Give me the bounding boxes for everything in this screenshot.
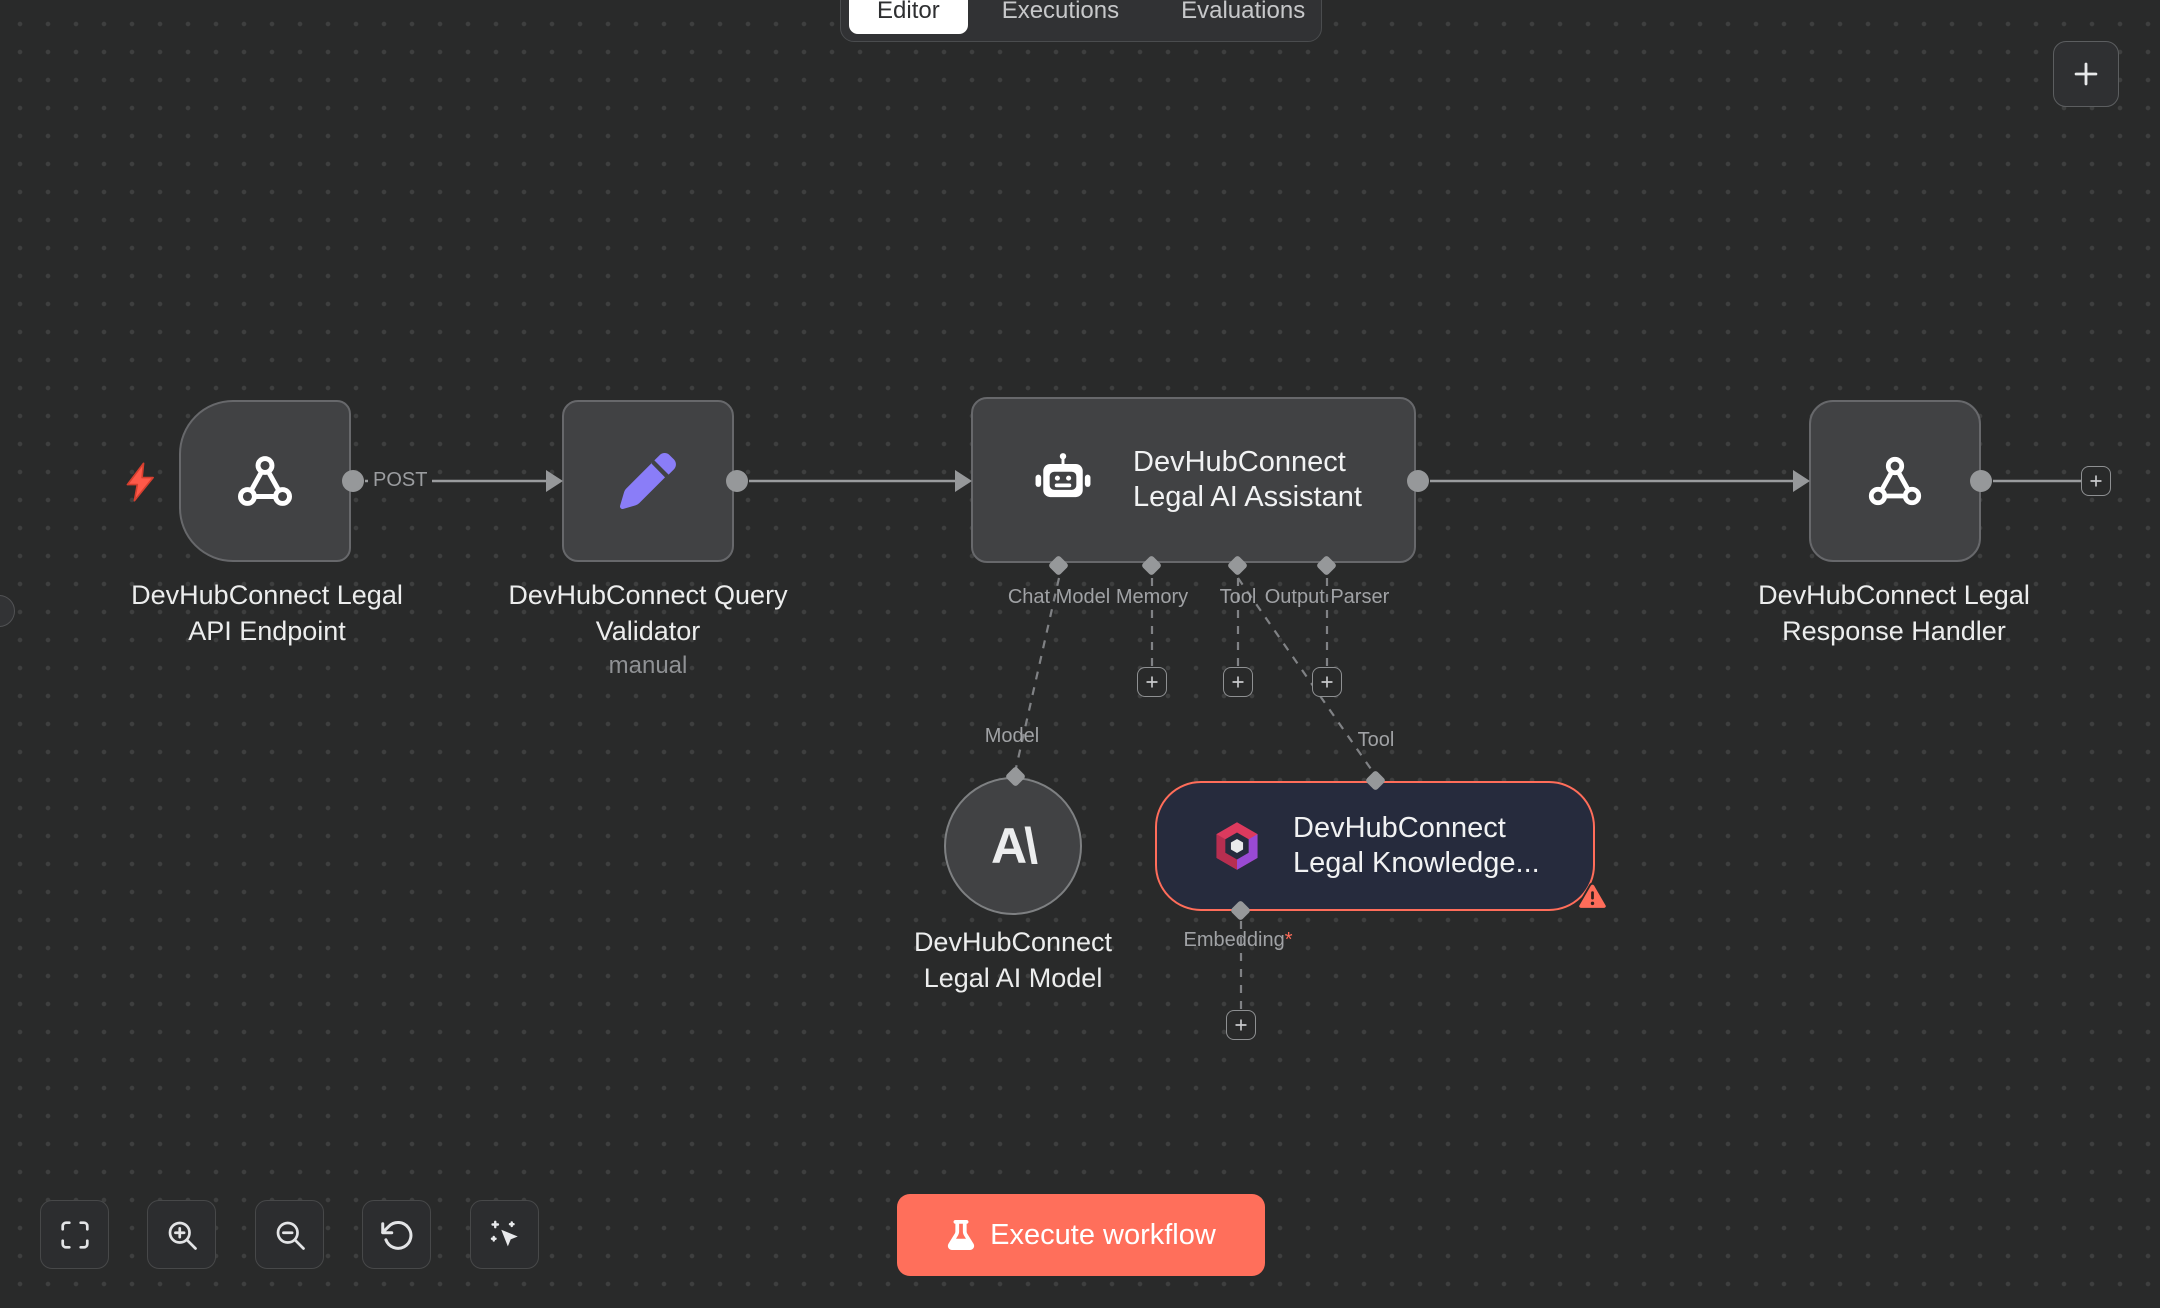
- node-label-api-endpoint: DevHubConnect Legal API Endpoint: [131, 580, 403, 646]
- anthropic-logo-icon: A\: [991, 818, 1038, 874]
- node-title-ai-assistant: DevHubConnect Legal AI Assistant: [1133, 446, 1362, 513]
- qdrant-logo-icon: [1209, 818, 1265, 874]
- connection-tool-to-knowledge[interactable]: [1237, 577, 1374, 773]
- input-port-assistant[interactable]: [955, 470, 972, 492]
- node-query-validator[interactable]: [562, 400, 734, 562]
- add-node-button[interactable]: [2053, 41, 2119, 107]
- add-memory-button[interactable]: [1137, 667, 1167, 697]
- port-label-model: Model: [984, 725, 1040, 747]
- fit-view-icon: [60, 1220, 89, 1249]
- node-title-knowledge-store: DevHubConnect Legal Knowledge...: [1293, 812, 1540, 879]
- node-knowledge-store[interactable]: DevHubConnect Legal Knowledge...: [1155, 781, 1595, 911]
- execute-workflow-button[interactable]: Execute workflow: [897, 1194, 1265, 1276]
- tab-evaluations[interactable]: Evaluations: [1181, 0, 1306, 24]
- required-asterisk: *: [1284, 929, 1293, 951]
- port-label-output-parser: Output Parser: [1264, 586, 1390, 608]
- output-port-label-post: POST: [368, 467, 433, 494]
- node-api-endpoint[interactable]: [179, 400, 351, 562]
- add-embedding-button[interactable]: [1226, 1010, 1256, 1040]
- port-label-memory: Memory: [1115, 586, 1189, 608]
- add-next-node-button[interactable]: [2081, 466, 2111, 496]
- plus-icon: [2074, 62, 2098, 86]
- port-label-tool: Tool: [1219, 586, 1257, 608]
- trigger-bolt-icon: [119, 460, 163, 504]
- execute-workflow-label: Execute workflow: [990, 1218, 1216, 1251]
- plus-icon: [1321, 676, 1333, 688]
- output-port-validator[interactable]: [726, 470, 748, 492]
- flask-icon: [948, 1220, 975, 1250]
- input-port-validator[interactable]: [546, 470, 563, 492]
- port-label-embedding: Embedding*: [1183, 929, 1293, 951]
- robot-icon: [1031, 448, 1095, 512]
- output-port-assistant[interactable]: [1407, 470, 1429, 492]
- node-label-response-handler: DevHubConnect Legal Response Handler: [1758, 580, 2030, 646]
- undo-button[interactable]: [362, 1200, 431, 1269]
- tidy-up-icon: [490, 1220, 518, 1246]
- webhook-icon: [1865, 451, 1925, 511]
- node-ai-assistant[interactable]: DevHubConnect Legal AI Assistant: [971, 397, 1416, 563]
- node-label-query-validator: DevHubConnect Query Validator: [508, 580, 788, 646]
- plus-icon: [1235, 1019, 1247, 1031]
- plus-icon: [1232, 676, 1244, 688]
- plus-icon: [1146, 676, 1158, 688]
- add-output-parser-button[interactable]: [1312, 667, 1342, 697]
- fit-view-button[interactable]: [40, 1200, 109, 1269]
- tidy-up-button[interactable]: [470, 1200, 539, 1269]
- webhook-icon: [234, 450, 296, 512]
- pencil-icon: [620, 453, 676, 509]
- node-ai-model[interactable]: A\: [944, 777, 1082, 915]
- warning-icon[interactable]: [1576, 880, 1609, 913]
- output-port-response[interactable]: [1970, 470, 1992, 492]
- input-port-response[interactable]: [1793, 470, 1810, 492]
- zoom-in-icon: [168, 1221, 197, 1250]
- node-subtitle-manual: manual: [608, 652, 688, 679]
- plus-icon: [2090, 475, 2102, 487]
- zoom-out-icon: [276, 1221, 305, 1250]
- tab-executions[interactable]: Executions: [1001, 0, 1120, 24]
- tab-editor[interactable]: Editor: [849, 0, 968, 34]
- view-mode-tabs: Editor Executions Evaluations: [840, 0, 1322, 42]
- port-label-knowledge-tool: Tool: [1357, 729, 1395, 751]
- output-port-api[interactable]: [342, 470, 364, 492]
- connection-chatmodel-to-model[interactable]: [1014, 577, 1061, 769]
- add-tool-button[interactable]: [1223, 667, 1253, 697]
- zoom-in-button[interactable]: [147, 1200, 216, 1269]
- undo-icon: [380, 1220, 412, 1250]
- node-response-handler[interactable]: [1809, 400, 1981, 562]
- zoom-out-button[interactable]: [255, 1200, 324, 1269]
- node-label-ai-model: DevHubConnect Legal AI Model: [913, 927, 1113, 993]
- port-label-chat-model: Chat Model: [1007, 586, 1111, 608]
